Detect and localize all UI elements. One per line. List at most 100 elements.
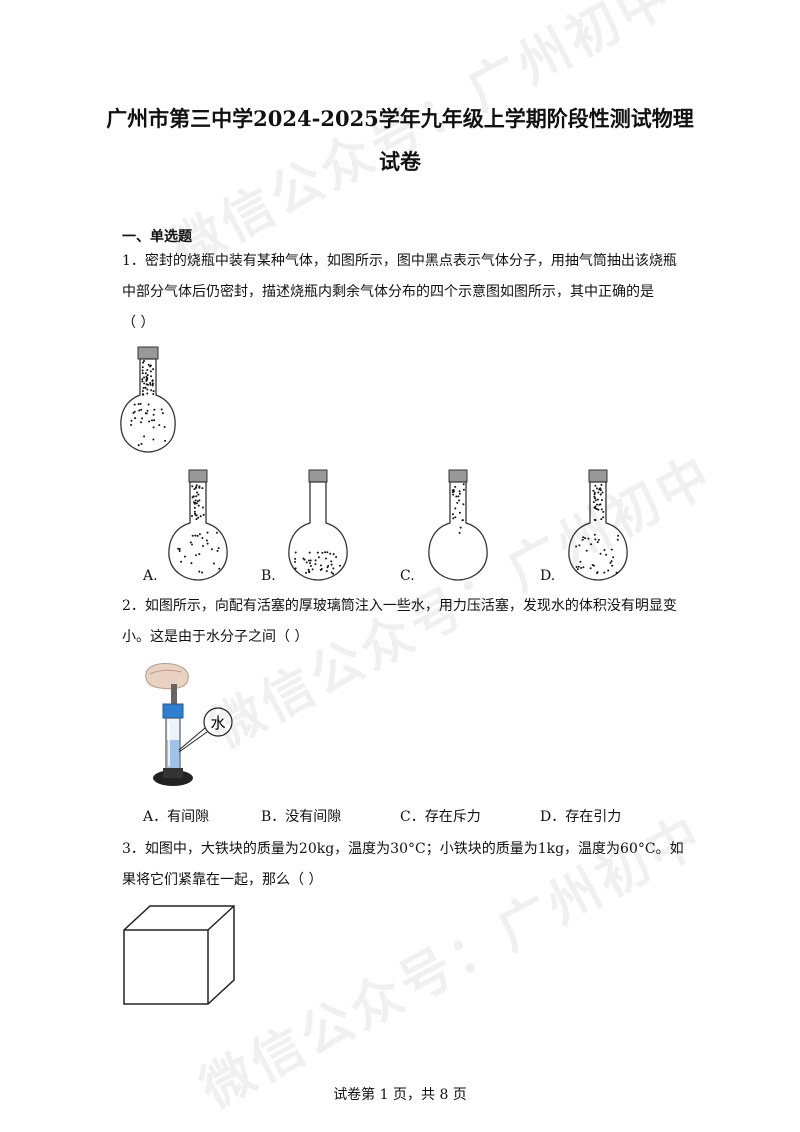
gas-molecule-dot [195,484,198,487]
gas-molecule-dot [153,419,156,422]
gas-molecule-dot [575,566,578,568]
q2-option-d: D．存在引力 [540,809,622,825]
gas-molecule-dot [205,539,208,542]
gas-molecule-dot [594,484,597,487]
gas-molecule-dot [294,557,297,560]
gas-molecule-dot [335,556,338,558]
gas-molecule-dot [339,564,341,567]
q1-text-line1: 1．密封的烧瓶中装有某种气体，如图所示，图中黑点表示气体分子，用抽气筒抽出该烧瓶 [122,253,677,269]
gas-molecule-dot [330,563,333,566]
gas-molecule-dot [138,409,141,412]
gas-molecule-dot [195,554,197,557]
gas-molecule-dot [317,556,320,559]
gas-molecule-dot [594,505,597,508]
gas-molecule-dot [218,567,221,570]
gas-molecule-dot [145,375,148,378]
q1-option-a-label: A. [143,568,158,584]
gas-molecule-dot [195,495,198,498]
gas-molecule-dot [601,491,604,494]
gas-molecule-dot [196,491,198,494]
gas-molecule-dot [617,534,620,537]
gas-molecule-dot [458,499,461,502]
gas-molecule-dot [584,537,586,540]
gas-molecule-dot [316,551,319,554]
gas-molecule-dot [599,552,602,555]
gas-molecule-dot [591,564,594,566]
gas-molecule-dot [141,369,144,372]
flask-option-a-figure [168,469,228,581]
gas-molecule-dot [147,383,149,386]
gas-molecule-dot [195,518,198,521]
gas-molecule-dot [141,393,144,396]
gas-molecule-dot [198,499,201,502]
gas-molecule-dot [305,561,308,564]
gas-molecule-dot [146,388,149,391]
gas-molecule-dot [308,571,311,574]
gas-molecule-dot [596,487,598,490]
gas-molecule-dot [454,516,457,519]
piston-cylinder-figure: 水 [145,663,233,786]
gas-molecule-dot [146,409,149,412]
gas-molecule-dot [206,542,209,545]
gas-molecule-dot [597,491,600,494]
gas-molecule-dot [585,549,588,552]
gas-molecule-dot [152,413,155,416]
gas-molecule-dot [321,551,324,554]
gas-molecule-dot [589,567,592,570]
gas-molecule-dot [145,412,148,415]
gas-molecule-dot [163,426,166,428]
gas-molecule-dot [309,559,312,562]
gas-molecule-dot [320,564,322,567]
gas-molecule-dot [139,402,142,405]
gas-molecule-dot [183,555,186,558]
gas-molecule-dot [329,552,332,555]
gas-molecule-dot [147,403,150,406]
gas-molecule-dot [462,503,465,506]
gas-molecule-dot [144,372,147,375]
gas-molecule-dot [458,490,461,493]
section-heading: 一、单选题 [122,229,192,245]
gas-molecule-dot [303,558,306,561]
q3-text-line1: 3．如图中，大铁块的质量为20kg，温度为30°C；小铁块的质量为1kg，温度为… [122,841,684,857]
gas-molecule-dot [152,426,155,429]
gas-molecule-dot [592,501,595,504]
gas-molecule-dot [152,393,155,395]
gas-molecule-dot [189,541,192,544]
gas-molecule-dot [451,491,454,494]
gas-molecule-dot [150,389,153,392]
gas-molecule-dot [461,519,464,522]
gas-molecule-dot [140,442,143,445]
page-title: 广州市第三中学2024-2025学年九年级上学期阶段性测试物理 [106,106,694,131]
q2-text-line2: 小。这是由于水分子之间（ ） [122,629,309,645]
gas-molecule-dot [142,361,145,364]
gas-molecule-dot [143,435,146,438]
gas-molecule-dot [141,380,144,383]
gas-molecule-dot [577,565,580,568]
gas-molecule-dot [596,571,599,574]
gas-molecule-dot [216,549,219,552]
gas-molecule-dot [153,408,156,411]
gas-molecule-dot [198,485,201,488]
gas-molecule-dot [599,487,602,490]
gas-molecule-dot [294,560,296,563]
gas-molecule-dot [143,376,145,379]
gas-molecule-dot [582,536,585,539]
q2-option-b: B．没有间隙 [261,809,342,825]
gas-molecule-dot [459,526,462,529]
gas-molecule-dot [309,564,312,567]
gas-molecule-dot [309,562,311,565]
gas-molecule-dot [197,516,200,519]
gas-molecule-dot [458,492,461,495]
gas-molecule-dot [593,533,596,536]
gas-molecule-dot [194,512,196,515]
gas-molecule-dot [191,515,193,517]
gas-molecule-dot [615,571,618,574]
gas-molecule-dot [198,486,201,489]
gas-molecule-dot [202,513,205,516]
gas-molecule-dot [161,412,164,415]
gas-molecule-dot [612,556,615,559]
gas-molecule-dot [308,551,311,554]
gas-molecule-dot [194,499,197,502]
gas-molecule-dot [137,444,140,447]
gas-molecule-dot [457,495,460,498]
